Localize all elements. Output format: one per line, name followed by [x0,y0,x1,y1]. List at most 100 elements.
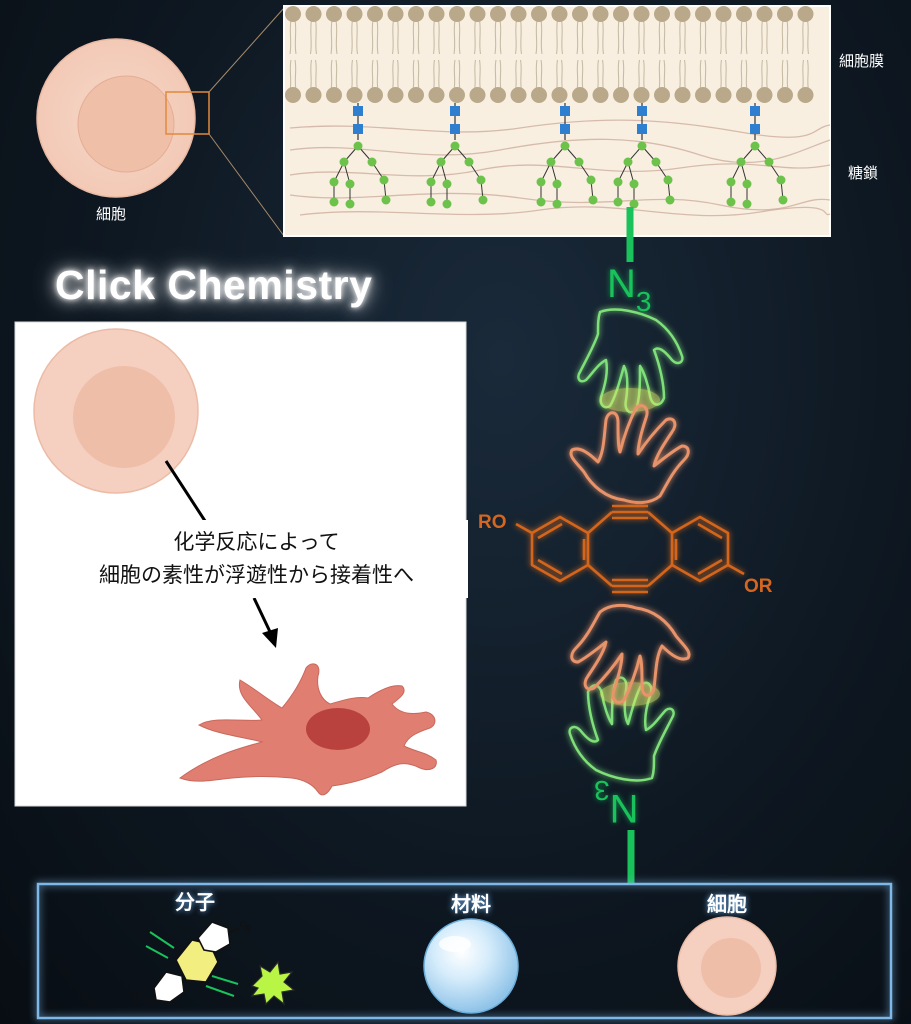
lipid-tail [432,59,436,91]
lipid-tail [663,19,666,55]
lipid-head [674,87,691,103]
cell-nucleus [77,75,175,173]
glycan-tree [726,103,788,209]
bottom-label-cell: 細胞 [707,892,747,916]
glycan-sugar-node [345,179,355,189]
lipid-tail [745,19,748,55]
lipid-tail [786,19,789,55]
lipid-tail [765,59,769,91]
azide-bottom-sub: 3 [594,775,610,806]
lipid-tail [617,19,620,55]
glycan-sugar-node [329,177,339,187]
zoom-line-bottom [208,133,285,237]
lipid-head [695,6,711,22]
lipid-head [326,6,342,22]
bubble-highlight [439,936,471,952]
lipid-tail [355,59,359,91]
glycan-anchor-square [450,124,460,134]
glycocalyx-fiber [289,119,831,138]
glycan-anchor-square [560,106,570,116]
lipid-tail [601,19,605,55]
lipid-tail [540,59,543,91]
lipid-tail [478,19,482,55]
glycan-sugar-node [778,195,788,205]
lipid-tail [581,19,584,55]
glycan-sugar-node [442,179,452,189]
glycan-sugar-node [552,199,562,209]
lipid-head [326,87,342,103]
lipid-tail [535,59,538,91]
bottom-label-molecule: 分子 [175,890,215,914]
glycan-sugar-node [478,195,488,205]
glycan-anchor-square [450,106,460,116]
lipid-tail [781,19,784,55]
lipid-head [285,87,301,103]
arrow-head [262,628,278,648]
lipid-bilayer [285,6,814,103]
lipid-tail [458,59,461,91]
lipid-tail [678,59,682,91]
lipid-tail [391,19,395,55]
lipid-tail [355,19,359,55]
lipid-head [305,6,322,22]
lipid-tail [309,59,313,91]
lipid-tail [478,59,482,91]
bottom-panel-border [36,882,893,1020]
lipid-head [674,6,691,22]
lipid-tail [581,59,584,91]
glycan-sugar-node [345,199,355,209]
lipid-tail [417,19,420,55]
lipid-tail [314,19,318,55]
lipid-tail [458,19,461,55]
lipid-head [510,6,527,22]
glycan-sugar-node [665,195,675,205]
bottom-cell-nucleus [701,938,761,998]
glycan-sugar-node [546,157,556,167]
lipid-tail [781,59,784,91]
substituent-left: RO [478,512,507,533]
membrane-label: 細胞膜 [839,52,885,70]
glycan-anchor-square [750,106,760,116]
caption-line-2: 細胞の素性が浮遊性から接着性へ [99,563,414,587]
lipid-head [797,6,814,22]
glycan-sugar-node [726,197,736,207]
glycan-trees [329,103,788,209]
lipid-tail [396,19,400,55]
lipid-tail [765,19,769,55]
lipid-tail [745,59,748,91]
glycan-sugar-node [586,175,596,185]
lipid-head [531,87,547,103]
azide-bottom-label: N3 [594,775,638,830]
lipid-tail [376,59,379,91]
lipid-tail [335,59,338,91]
lipid-tail [473,19,477,55]
lipid-head [449,6,465,22]
lipid-head [305,87,322,103]
lipid-tail [453,59,456,91]
lipid-head [346,87,363,103]
lipid-head [469,87,486,103]
lipid-tail [376,19,379,55]
lipid-head [551,6,568,22]
lipid-tail [596,59,600,91]
cell-label: 細胞 [96,205,127,223]
glycan-sugar-node [574,157,584,167]
lipid-tail [412,19,415,55]
lipid-head [490,6,506,22]
lipid-tail [294,59,297,91]
zoom-box [165,91,210,135]
arrow-line-bottom [252,597,274,637]
glycan-sugar-node [776,175,786,185]
glycan-sugar-node [637,141,647,151]
glycan-sugar-node [736,157,746,167]
floating-cell-nucleus [73,366,175,468]
lipid-tail [494,19,497,55]
lipid-head [592,87,609,103]
lipid-tail [622,59,625,91]
lipid-tail [622,19,625,55]
glycan-tree [426,103,488,209]
glycan-tree [536,103,598,209]
lipid-tail [294,19,297,55]
glycan-sugar-node [742,199,752,209]
lipid-tail [724,59,728,91]
